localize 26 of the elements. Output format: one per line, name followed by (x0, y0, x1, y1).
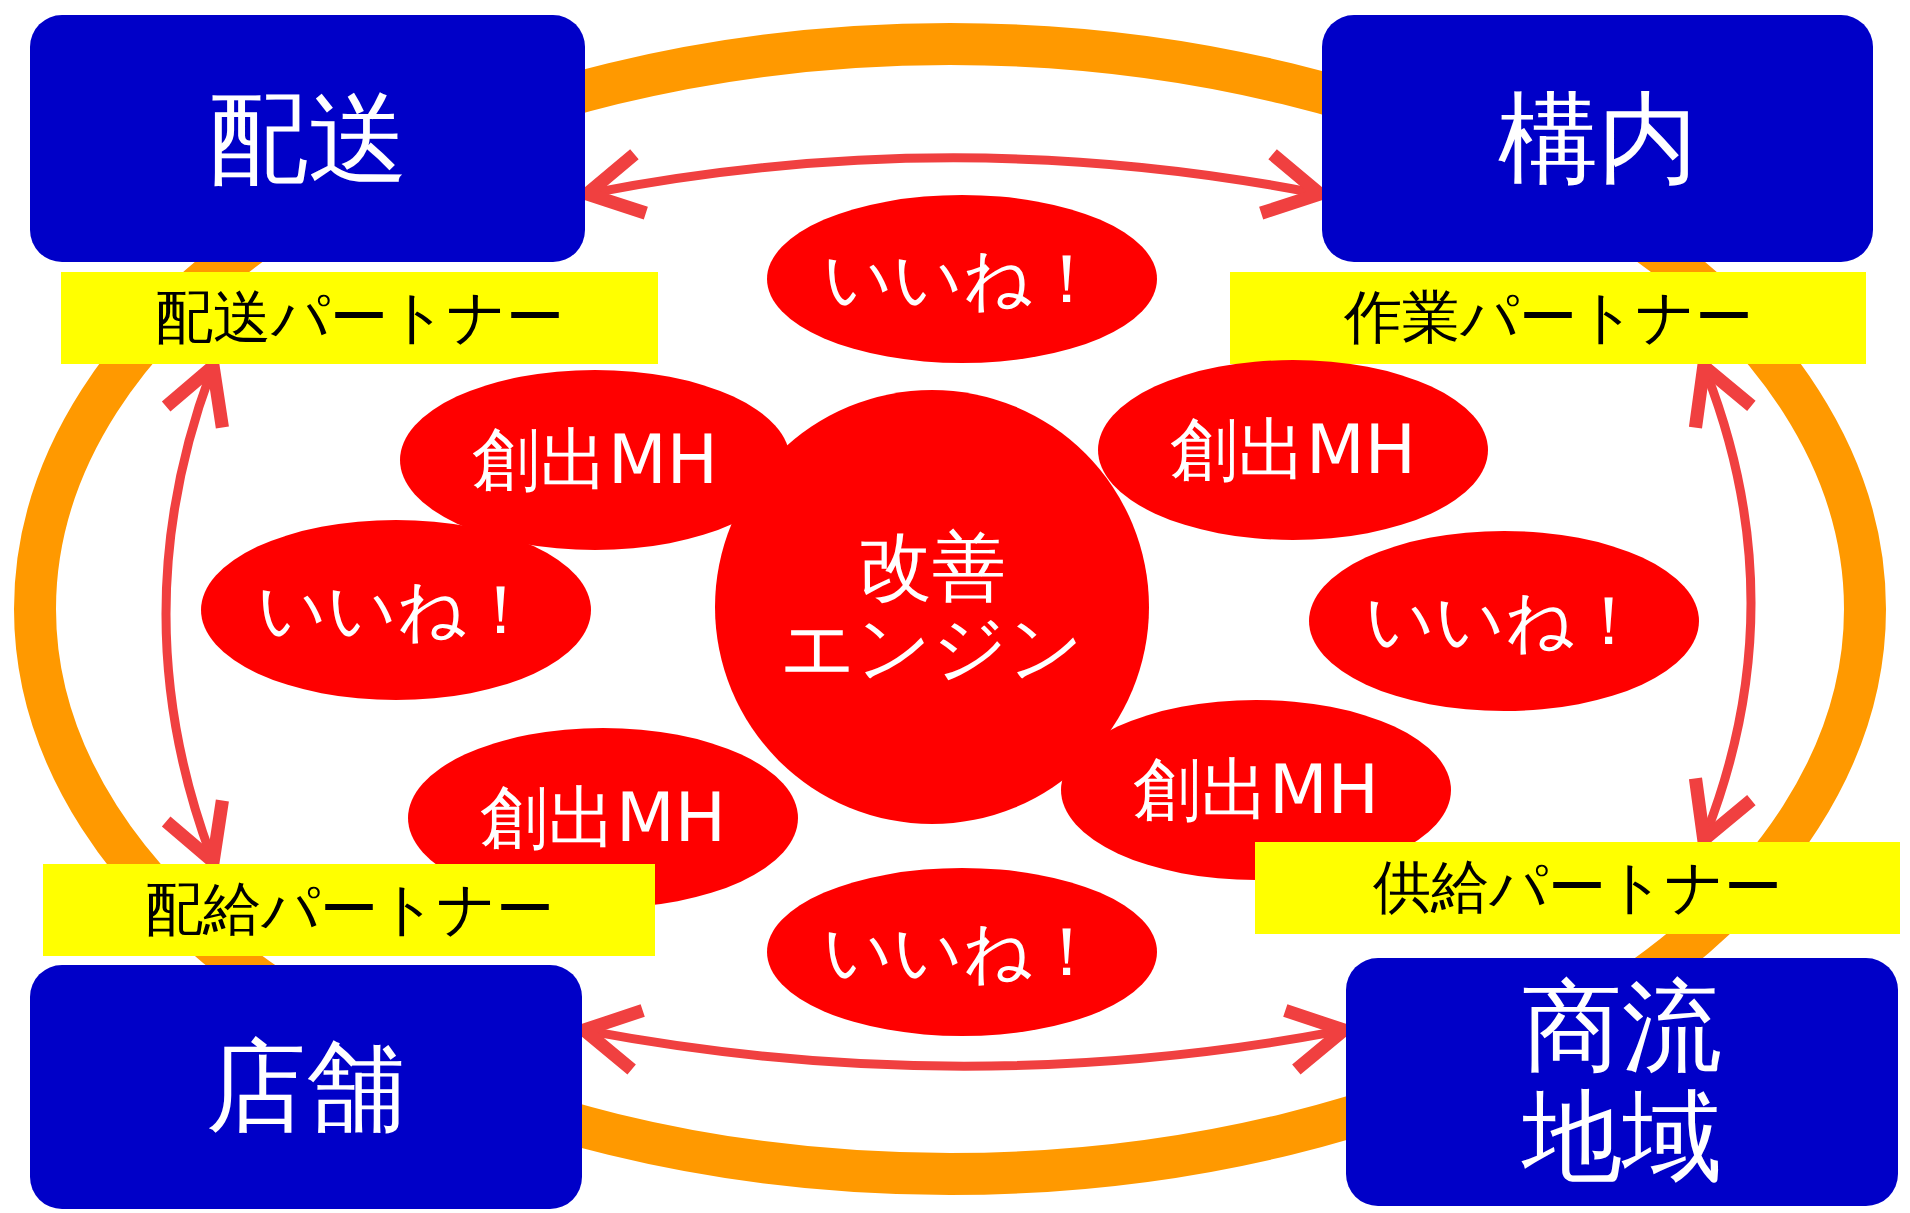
category-box (30, 15, 585, 262)
partner-band (43, 864, 655, 956)
band-label: 配送パートナー (155, 286, 564, 350)
partner-band (61, 272, 658, 364)
band-label: 供給パートナー (1373, 856, 1782, 920)
band-label: 配給パートナー (144, 878, 554, 942)
box-label: 配送 (207, 83, 408, 194)
partner-band (1230, 272, 1866, 364)
partner-band (1255, 842, 1900, 934)
band-label: 作業パートナー (1343, 286, 1753, 350)
box-label: 商流地域 (1520, 972, 1723, 1192)
bubble-label: いいね！ (1365, 583, 1643, 659)
box-label: 構内 (1497, 83, 1698, 194)
bubble-label: 創出MH (472, 422, 718, 498)
circle-label: 改善 (858, 525, 1006, 607)
box-label: 店舗 (206, 1032, 406, 1142)
bubble-label: いいね！ (823, 914, 1101, 990)
bubble-label: 創出MH (1133, 752, 1379, 828)
category-box (1346, 958, 1898, 1206)
category-box (30, 965, 582, 1209)
circle-label: エンジン (780, 607, 1084, 689)
bubble-label: 創出MH (480, 780, 726, 856)
category-box (1322, 15, 1873, 262)
bubble-label: いいね！ (823, 241, 1101, 317)
bubble-label: いいね！ (257, 572, 535, 648)
bubble-label: 創出MH (1170, 412, 1416, 488)
